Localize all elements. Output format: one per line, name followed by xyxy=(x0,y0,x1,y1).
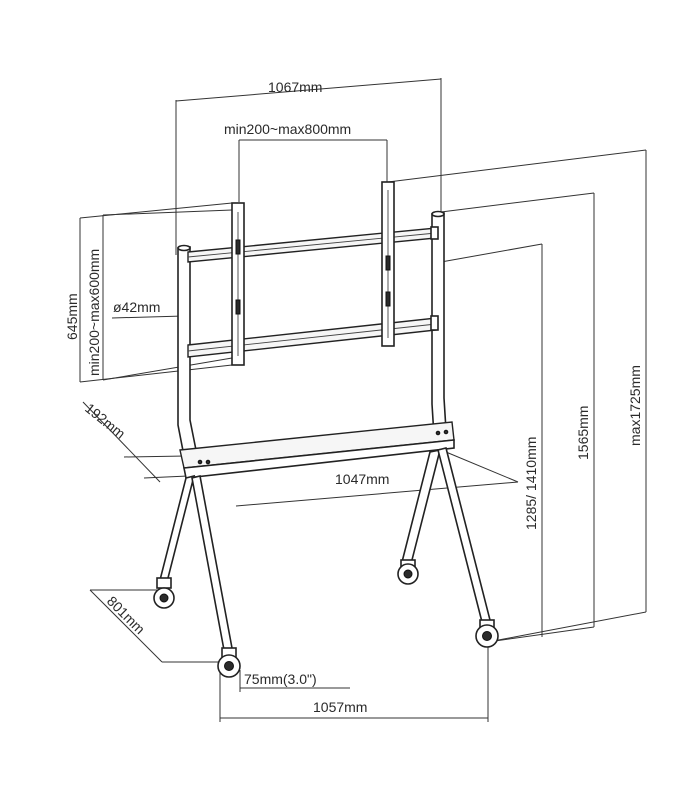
dimension-192 xyxy=(82,401,189,483)
vesa-bracket-left xyxy=(231,202,245,366)
label-vesa-horizontal: min200~max800mm xyxy=(224,121,351,137)
left-front-leg xyxy=(158,474,196,582)
dimension-heights xyxy=(387,149,647,643)
label-height-645: 645mm xyxy=(64,293,80,340)
right-front-leg xyxy=(400,448,442,564)
lower-cross-rail xyxy=(187,315,439,358)
right-rear-leg xyxy=(437,447,491,623)
pole-diameter-leader xyxy=(111,315,185,319)
upper-cross-rail xyxy=(187,226,439,263)
label-pole-diameter: ø42mm xyxy=(113,299,160,315)
dimension-801 xyxy=(89,589,222,663)
label-shelf-depth: 192mm xyxy=(82,400,128,442)
label-width-top: 1067mm xyxy=(268,79,322,95)
caster-left-back xyxy=(153,577,175,609)
dimension-1067 xyxy=(175,78,442,255)
label-caster: 75mm(3.0") xyxy=(244,671,317,687)
label-vesa-vertical: min200~max600mm xyxy=(86,249,102,376)
dimension-645 xyxy=(79,202,233,383)
label-shelf-width: 1047mm xyxy=(335,471,389,487)
dimension-1057 xyxy=(219,645,489,722)
label-height-1285-1410: 1285/ 1410mm xyxy=(523,437,539,530)
vesa-bracket-right xyxy=(381,181,395,347)
dimension-1047 xyxy=(235,451,519,507)
left-rear-leg xyxy=(191,475,233,651)
label-height-max: max1725mm xyxy=(627,365,643,446)
label-base-width: 1057mm xyxy=(313,699,367,715)
caster-left-front xyxy=(217,647,241,678)
shelf xyxy=(179,421,455,479)
dimension-caster xyxy=(239,670,350,692)
label-height-1565: 1565mm xyxy=(575,406,591,460)
caster-right-front xyxy=(475,619,499,648)
caster-right-back xyxy=(397,559,419,585)
label-base-depth: 801mm xyxy=(104,593,148,637)
dimension-vesa-horizontal xyxy=(238,139,388,202)
